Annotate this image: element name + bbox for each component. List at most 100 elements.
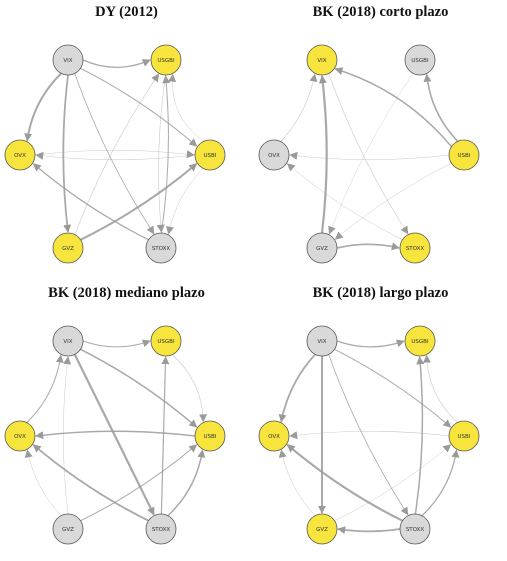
network-graph: VIX USGBI USBI STOXX GVZ OVX bbox=[4, 325, 226, 545]
node-circle bbox=[52, 44, 84, 76]
edge-usbi-to-usgbi bbox=[422, 354, 458, 423]
edge-vix-to-stoxx bbox=[73, 353, 155, 516]
node-label: USGBI bbox=[411, 58, 429, 64]
edge-vix-to-ovx bbox=[24, 72, 62, 142]
node-label: STOXX bbox=[406, 246, 425, 252]
node-usbi: USBI bbox=[194, 139, 226, 171]
node-label: USBI bbox=[204, 434, 217, 440]
edge-usgbi-to-gvz bbox=[328, 73, 414, 235]
edge-gvz-to-stoxx bbox=[336, 242, 400, 251]
node-label: STOXX bbox=[152, 246, 171, 252]
node-circle bbox=[448, 139, 480, 171]
node-label: VIX bbox=[63, 339, 72, 345]
edge-usbi-to-vix bbox=[334, 67, 453, 148]
node-usbi: USBI bbox=[448, 420, 480, 452]
network-graph: VIX USGBI USBI STOXX GVZ OVX bbox=[258, 325, 480, 545]
node-circle bbox=[306, 513, 338, 545]
edge-vix-to-usgbi bbox=[82, 339, 151, 348]
network-panel-bk-mediano: BK (2018) mediano plazo VIX USGBI USBI STOX… bbox=[0, 281, 253, 561]
node-label: USBI bbox=[204, 153, 217, 159]
edge-usbi-to-ovx bbox=[35, 151, 196, 161]
node-label: GVZ bbox=[316, 527, 328, 533]
node-ovx: OVX bbox=[4, 139, 36, 171]
node-usgbi: USGBI bbox=[150, 44, 182, 76]
node-circle bbox=[258, 139, 290, 171]
node-circle bbox=[145, 232, 177, 264]
edge-vix-to-ovx bbox=[278, 353, 316, 423]
edge-gvz-to-ovx bbox=[278, 449, 316, 516]
edge-gvz-to-vix bbox=[318, 75, 328, 234]
edge-stoxx-to-usgbi bbox=[160, 356, 170, 515]
node-ovx: OVX bbox=[258, 139, 290, 171]
edge-vix-to-stoxx bbox=[74, 73, 155, 235]
node-gvz: GVZ bbox=[52, 232, 84, 264]
edge-ovx-to-usbi bbox=[34, 149, 195, 159]
node-circle bbox=[52, 232, 84, 264]
edge-vix-to-usbi bbox=[80, 67, 198, 147]
node-ovx: OVX bbox=[4, 420, 36, 452]
node-usgbi: USGBI bbox=[404, 325, 436, 357]
node-circle bbox=[306, 44, 338, 76]
panel-title: BK (2018) corto plazo bbox=[312, 4, 449, 20]
edge-stoxx-to-usbi bbox=[167, 449, 206, 517]
node-label: GVZ bbox=[316, 246, 328, 252]
node-label: GVZ bbox=[62, 246, 74, 252]
edge-vix-to-stoxx bbox=[328, 354, 409, 516]
node-label: USBI bbox=[458, 434, 471, 440]
node-stoxx: STOXX bbox=[399, 513, 431, 545]
edge-stoxx-to-usgbi bbox=[414, 356, 425, 515]
edge-usbi-to-usgbi bbox=[423, 73, 459, 142]
node-label: GVZ bbox=[62, 527, 74, 533]
node-circle bbox=[399, 232, 431, 264]
node-label: USGBI bbox=[157, 339, 175, 345]
node-circle bbox=[404, 44, 436, 76]
edge-vix-to-usgbi bbox=[336, 339, 405, 348]
node-label: OVX bbox=[268, 153, 280, 159]
node-usbi: USBI bbox=[194, 420, 226, 452]
node-label: STOXX bbox=[406, 527, 425, 533]
node-circle bbox=[4, 420, 36, 452]
edge-usbi-to-ovx bbox=[289, 151, 450, 160]
node-vix: VIX bbox=[52, 325, 84, 357]
edge-gvz-to-vix bbox=[63, 356, 72, 515]
node-vix: VIX bbox=[306, 325, 338, 357]
node-stoxx: STOXX bbox=[145, 232, 177, 264]
edge-vix-to-usbi bbox=[334, 348, 452, 428]
edge-usgbi-to-usbi bbox=[172, 354, 208, 423]
node-circle bbox=[404, 325, 436, 357]
edge-gvz-to-ovx bbox=[24, 449, 62, 516]
edge-stoxx-to-ovx bbox=[286, 163, 403, 240]
node-gvz: GVZ bbox=[52, 513, 84, 545]
panel-title: BK (2018) mediano plazo bbox=[48, 285, 205, 301]
node-stoxx: STOXX bbox=[399, 232, 431, 264]
node-circle bbox=[194, 420, 226, 452]
edge-vix-to-gvz bbox=[62, 74, 72, 233]
edge-gvz-to-usbi bbox=[334, 444, 452, 522]
node-ovx: OVX bbox=[258, 420, 290, 452]
edge-vix-to-stoxx bbox=[328, 73, 409, 235]
edge-usbi-to-ovx bbox=[35, 430, 196, 440]
node-circle bbox=[150, 44, 182, 76]
edge-ovx-to-vix bbox=[280, 73, 318, 142]
node-stoxx: STOXX bbox=[145, 513, 177, 545]
node-vix: VIX bbox=[306, 44, 338, 76]
node-circle bbox=[448, 420, 480, 452]
node-label: OVX bbox=[14, 153, 26, 159]
node-usgbi: USGBI bbox=[404, 44, 436, 76]
edge-gvz-to-usbi bbox=[80, 163, 198, 241]
node-circle bbox=[306, 325, 338, 357]
edge-usbi-to-gvz bbox=[334, 162, 452, 240]
edge-usbi-to-usgbi bbox=[168, 73, 204, 142]
node-gvz: GVZ bbox=[306, 513, 338, 545]
node-gvz: GVZ bbox=[306, 232, 338, 264]
edge-stoxx-to-ovx bbox=[32, 444, 149, 522]
panel-title: DY (2012) bbox=[95, 4, 158, 20]
edge-stoxx-to-ovx bbox=[286, 443, 403, 522]
edge-usbi-to-ovx bbox=[289, 430, 450, 440]
edge-gvz-to-usgbi bbox=[74, 73, 160, 235]
node-circle bbox=[194, 139, 226, 171]
